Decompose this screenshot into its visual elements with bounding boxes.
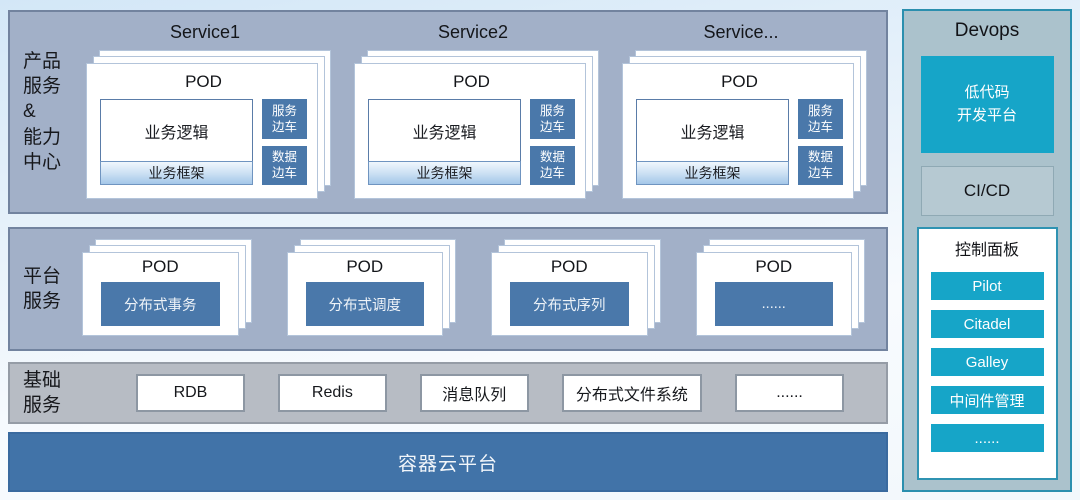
layer-product-label: 产品 服务 & 能力 中心 — [23, 51, 62, 173]
panel-item-pilot: Pilot — [930, 272, 1044, 300]
service-group-3: Service... POD 业务逻辑 业务框架 服务 边车 数据 边车 — [622, 18, 860, 199]
pod-body: 业务逻辑 业务框架 服务 边车 数据 边车 — [636, 99, 843, 185]
service-sidecar-box: 服务 边车 — [530, 99, 575, 139]
cicd-box: CI/CD — [920, 166, 1054, 216]
platform-pods: POD 分布式事务 POD 分布式调度 POD 分布式序列 POD — [76, 229, 886, 349]
pod-stack-sequence: POD 分布式序列 — [491, 252, 648, 336]
pod-card: POD 分布式事务 — [82, 252, 239, 336]
infra-items: RDB Redis 消息队列 分布式文件系统 ...... — [82, 364, 886, 422]
data-sidecar-box: 数据 边车 — [262, 145, 307, 185]
pod-title: POD — [141, 257, 179, 276]
pod-card: POD 业务逻辑 业务框架 服务 边车 数据 边车 — [354, 63, 586, 199]
panel-item-middleware-mgmt: 中间件管理 — [930, 386, 1044, 414]
lowcode-platform-box: 低代码 开发平台 — [920, 56, 1054, 153]
layer-platform-services: 平台 服务 POD 分布式事务 POD 分布式调度 POD 分布式序列 — [8, 227, 888, 351]
business-framework-bar: 业务框架 — [368, 161, 521, 185]
pod-title: POD — [755, 257, 793, 276]
service-sidecar-box: 服务 边车 — [798, 99, 843, 139]
container-cloud-label: 容器云平台 — [397, 453, 498, 475]
layer-platform-label: 平台 服务 — [23, 265, 62, 312]
pod-body: 业务逻辑 业务框架 服务 边车 数据 边车 — [368, 99, 575, 185]
infra-box-redis: Redis — [277, 374, 387, 412]
pod-stack-transaction: POD 分布式事务 — [82, 252, 239, 336]
control-panel: 控制面板 Pilot Citadel Galley 中间件管理 ...... — [916, 227, 1058, 480]
pod-title: POD — [346, 257, 384, 276]
pod-card: POD 分布式序列 — [491, 252, 648, 336]
devops-title: Devops — [954, 20, 1020, 41]
pod-card: POD 分布式调度 — [286, 252, 443, 336]
pod-stack-scheduler: POD 分布式调度 — [286, 252, 443, 336]
business-framework-bar: 业务框架 — [100, 161, 253, 185]
devops-column: Devops 低代码 开发平台 CI/CD 控制面板 Pilot Citadel… — [902, 9, 1072, 492]
layer-infra-label: 基础 服务 — [23, 369, 62, 416]
logic-column: 业务逻辑 业务框架 — [368, 99, 521, 185]
sidecar-column: 服务 边车 数据 边车 — [262, 99, 307, 185]
logic-column: 业务逻辑 业务框架 — [636, 99, 789, 185]
logic-column: 业务逻辑 业务框架 — [100, 99, 253, 185]
pod-title: POD — [721, 72, 758, 91]
service-sidecar-box: 服务 边车 — [262, 99, 307, 139]
sidecar-column: 服务 边车 数据 边车 — [798, 99, 843, 185]
layer-infra-services: 基础 服务 RDB Redis 消息队列 分布式文件系统 ...... — [8, 362, 888, 424]
control-panel-title: 控制面板 — [954, 242, 1019, 259]
panel-item-more: ...... — [930, 424, 1044, 452]
pod-stack: POD 业务逻辑 业务框架 服务 边车 数据 边车 — [354, 63, 586, 199]
pod-stack: POD 业务逻辑 业务框架 服务 边车 数据 边车 — [622, 63, 854, 199]
pod-card: POD ...... — [695, 252, 852, 336]
panel-item-citadel: Citadel — [930, 310, 1044, 338]
service-group-2: Service2 POD 业务逻辑 业务框架 服务 边车 数据 边车 — [354, 18, 592, 199]
pod-title: POD — [453, 72, 490, 91]
infra-box-message-queue: 消息队列 — [419, 374, 529, 412]
business-logic-box: 业务逻辑 — [636, 99, 789, 162]
more-services-box: ...... — [714, 282, 833, 326]
infra-box-rdb: RDB — [136, 374, 245, 412]
layer-product-services: 产品 服务 & 能力 中心 Service1 POD 业务逻辑 业务框架 服务 … — [8, 10, 888, 214]
business-logic-box: 业务逻辑 — [368, 99, 521, 162]
service-group-1: Service1 POD 业务逻辑 业务框架 服务 边车 数据 边车 — [86, 18, 324, 199]
pod-card: POD 业务逻辑 业务框架 服务 边车 数据 边车 — [622, 63, 854, 199]
layer-container-cloud: 容器云平台 — [8, 432, 888, 492]
pod-body: 业务逻辑 业务框架 服务 边车 数据 边车 — [100, 99, 307, 185]
service-title: Service1 — [169, 22, 241, 42]
infra-box-distributed-filesystem: 分布式文件系统 — [561, 374, 703, 412]
infra-box-more: ...... — [735, 374, 844, 412]
distributed-scheduler-box: 分布式调度 — [305, 282, 424, 326]
data-sidecar-box: 数据 边车 — [798, 145, 843, 185]
distributed-transaction-box: 分布式事务 — [101, 282, 220, 326]
business-framework-bar: 业务框架 — [636, 161, 789, 185]
pod-stack: POD 业务逻辑 业务框架 服务 边车 数据 边车 — [86, 63, 318, 199]
service-title: Service2 — [437, 22, 509, 42]
pod-card: POD 业务逻辑 业务框架 服务 边车 数据 边车 — [86, 63, 318, 199]
pod-title: POD — [550, 257, 588, 276]
sidecar-column: 服务 边车 数据 边车 — [530, 99, 575, 185]
distributed-sequence-box: 分布式序列 — [510, 282, 629, 326]
service-groups: Service1 POD 业务逻辑 业务框架 服务 边车 数据 边车 — [76, 12, 886, 212]
business-logic-box: 业务逻辑 — [100, 99, 253, 162]
pod-title: POD — [185, 72, 222, 91]
panel-item-galley: Galley — [930, 348, 1044, 376]
service-title: Service... — [703, 22, 779, 42]
pod-stack-more: POD ...... — [695, 252, 852, 336]
data-sidecar-box: 数据 边车 — [530, 145, 575, 185]
